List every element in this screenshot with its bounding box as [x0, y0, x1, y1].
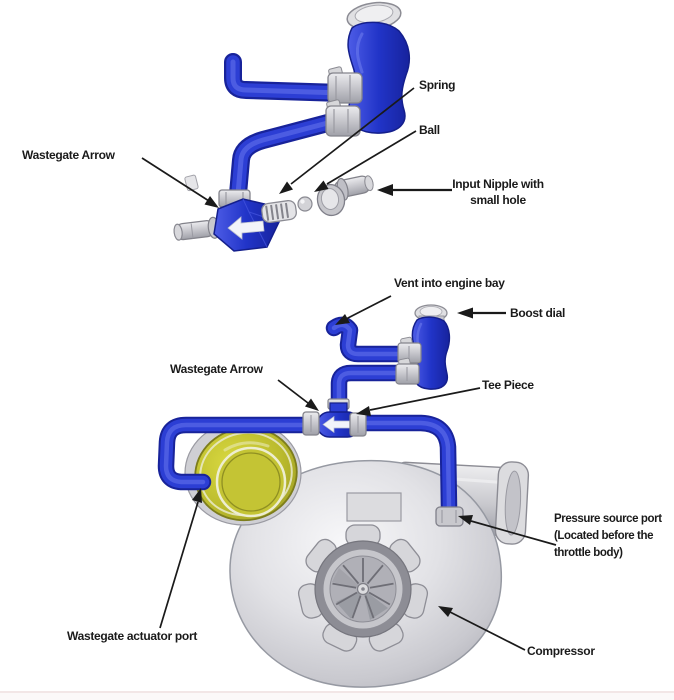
leader-vent — [335, 295, 392, 325]
input-nipple-part — [316, 175, 374, 217]
spring-part — [261, 199, 297, 224]
label-wastegate-arrow-bottom: Wastegate Arrow — [170, 362, 263, 376]
leader-boost-dial — [457, 307, 506, 319]
leader-arrows-top — [141, 87, 452, 208]
valve-hose-top — [229, 111, 348, 203]
leader-spring — [279, 87, 415, 194]
boost-dial-part — [395, 304, 451, 390]
leader-tee-piece — [356, 387, 481, 416]
bottom-strip — [0, 693, 674, 700]
label-compressor: Compressor — [527, 644, 595, 658]
vent-hose-top — [224, 53, 351, 102]
leader-wastegate-arrow-top — [141, 157, 219, 208]
wastegate-actuator — [194, 426, 298, 522]
dial-to-tee-hose — [330, 364, 414, 420]
compressor-inlet — [297, 524, 429, 652]
valve-nipple — [173, 216, 221, 241]
boost-controller-diagram — [141, 1, 452, 252]
tee-piece-part — [302, 398, 367, 438]
label-boost-dial: Boost dial — [510, 306, 566, 320]
hose-clamp-lower — [325, 99, 361, 137]
label-wastegate-arrow-top: Wastegate Arrow — [22, 148, 115, 162]
leader-actuator-port — [159, 488, 202, 629]
valve-vent-tab — [184, 174, 199, 192]
leader-pressure-port — [458, 515, 557, 546]
label-pressure-source-port: Pressure source port (Located before the… — [554, 513, 662, 559]
leader-arrows-bottom — [159, 295, 557, 651]
impeller-wheel — [332, 568, 388, 620]
label-wastegate-actuator-port: Wastegate actuator port — [67, 629, 198, 643]
leader-input-nipple — [377, 184, 452, 196]
bottom-divider — [0, 691, 674, 693]
ball-part — [297, 196, 313, 212]
hose-clamp-upper — [327, 66, 363, 104]
boost-controller-body — [346, 1, 411, 134]
pressure-hose — [350, 414, 458, 516]
turbo-plumbing-diagram — [157, 295, 557, 688]
label-tee-piece: Tee Piece — [482, 378, 534, 392]
wastegate-hose — [157, 416, 316, 491]
wastegate-direction-arrow-icon — [227, 216, 265, 240]
housing-top-plate — [346, 492, 402, 522]
label-vent: Vent into engine bay — [394, 276, 505, 290]
vent-hose — [325, 316, 414, 363]
leader-compressor — [438, 606, 526, 651]
leader-ball — [314, 130, 417, 192]
label-input-nipple: Input Nipple with small hole — [452, 177, 544, 207]
leader-wastegate-arrow-bottom — [277, 379, 319, 411]
label-spring: Spring — [419, 78, 456, 92]
label-ball: Ball — [419, 123, 440, 137]
